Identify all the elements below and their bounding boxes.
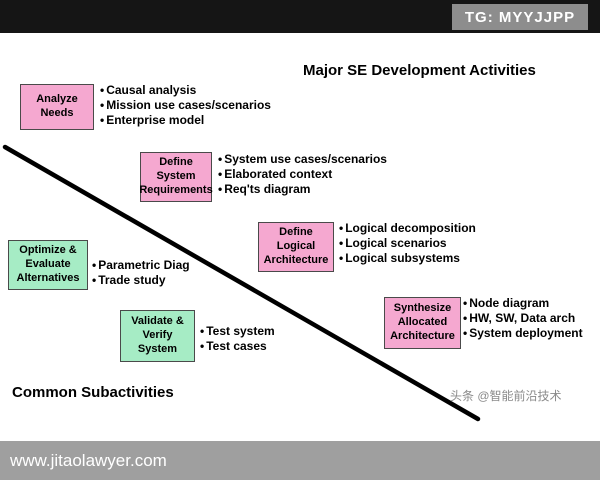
activity-box-analyze-needs: Analyze Needs (20, 84, 94, 130)
bullet-item: Trade study (92, 273, 190, 288)
bullet-item: Logical decomposition (339, 221, 476, 236)
bullet-item: Test cases (200, 339, 275, 354)
bullet-list-synthesize-allocated-architecture: Node diagram HW, SW, Data arch System de… (463, 296, 583, 341)
bullet-item: Test system (200, 324, 274, 339)
watermark-text: 头条 @智能前沿技术 (450, 389, 562, 403)
bullet-list-define-logical-architecture: Logical decomposition Logical scenarios … (339, 221, 476, 266)
bullet-item: Causal analysis (100, 83, 271, 98)
bullet-item: Parametric Diag (92, 258, 189, 273)
activity-box-define-system-requirements: Define System Requirements (139, 152, 213, 202)
common-subactivities-label: Common Subactivities (12, 384, 174, 401)
bullet-item: HW, SW, Data arch (463, 311, 583, 326)
footer-bar: www.jitaolawyer.com (0, 441, 600, 480)
top-bar: TG: MYYJJPP (0, 0, 600, 33)
bullet-item: Req'ts diagram (218, 182, 387, 197)
bullet-list-analyze-needs: Causal analysis Mission use cases/scenar… (100, 83, 271, 128)
bullet-item: Mission use cases/scenarios (100, 98, 271, 113)
bullet-item: Logical scenarios (339, 236, 476, 251)
telegram-badge: TG: MYYJJPP (452, 4, 588, 30)
diagram-title: Major SE Development Activities (303, 62, 536, 79)
bullet-list-optimize-evaluate-alternatives: Parametric Diag Trade study (92, 258, 190, 288)
bullet-list-define-system-requirements: System use cases/scenarios Elaborated co… (218, 152, 387, 197)
bullet-item: System deployment (463, 326, 582, 341)
activity-box-synthesize-allocated-architecture: Synthesize Allocated Architecture (384, 297, 461, 349)
activity-box-define-logical-architecture: Define Logical Architecture (258, 222, 334, 272)
bullet-item: Logical subsystems (339, 251, 476, 266)
bullet-item: Node diagram (463, 296, 583, 311)
bullet-item: System use cases/scenarios (218, 152, 387, 167)
bullet-item: Elaborated context (218, 167, 387, 182)
activity-box-optimize-evaluate-alternatives: Optimize & Evaluate Alternatives (8, 240, 88, 290)
footer-url: www.jitaolawyer.com (10, 450, 167, 470)
bullet-item: Enterprise model (100, 113, 271, 128)
activity-box-validate-verify-system: Validate & Verify System (120, 310, 195, 362)
bullet-list-validate-verify-system: Test system Test cases (200, 324, 275, 354)
